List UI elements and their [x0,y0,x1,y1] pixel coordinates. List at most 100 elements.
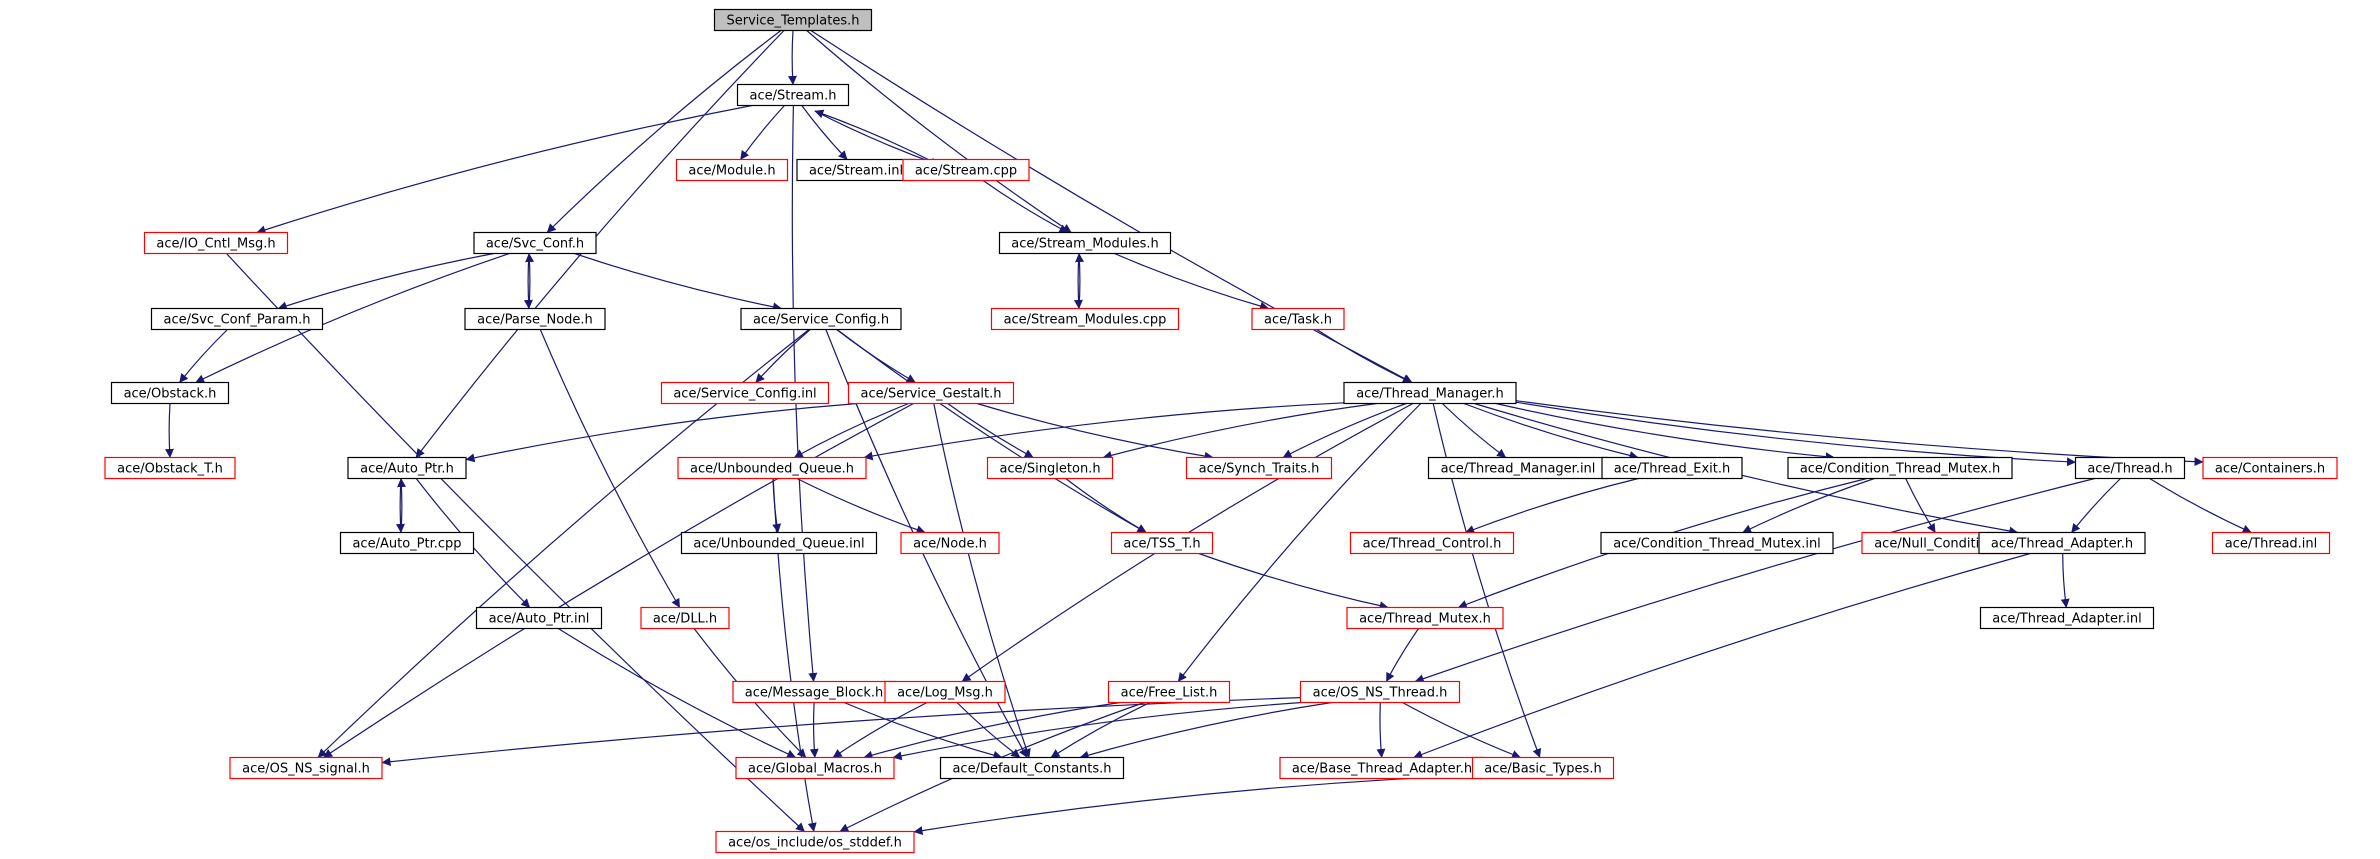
edge-stream-h-to-io-cntl-msg-h [256,104,753,235]
node-thread-h[interactable]: ace/Thread.h [2074,456,2186,480]
node-box [1107,680,1231,704]
node-service-config-h[interactable]: ace/Service_Config.h [740,307,902,331]
node-box [680,531,878,555]
node-label: ace/Free_List.h [1121,686,1218,701]
edge-message-block-h-to-global-macros-h [809,702,819,758]
node-box [1471,756,1615,780]
edge-service-gestalt-h-to-synch-traits-h [976,402,1214,461]
edge-basic-types-h-to-os-stddef-h [913,774,1473,835]
edges-layer [164,29,2252,835]
node-os-ns-thread-h[interactable]: ace/OS_NS_Thread.h [1299,680,1461,704]
node-stream-h[interactable]: ace/Stream.h [736,83,850,107]
node-label: ace/Condition_Thread_Mutex.inl [1613,537,1821,552]
node-stream-modules-h[interactable]: ace/Stream_Modules.h [998,231,1172,255]
node-label: ace/Default_Constants.h [952,762,1111,777]
node-condition-thread-mutex-inl[interactable]: ace/Condition_Thread_Mutex.inl [1600,531,1834,555]
node-thread-manager-h[interactable]: ace/Thread_Manager.h [1343,381,1517,405]
node-auto-ptr-h[interactable]: ace/Auto_Ptr.h [347,456,467,480]
node-label: ace/Basic_Types.h [1484,762,1601,777]
node-label: ace/os_include/os_stddef.h [728,836,902,851]
node-service-gestalt-h[interactable]: ace/Service_Gestalt.h [847,381,1015,405]
edge-io-cntl-msg-h-to-os-stddef-h [226,253,805,832]
node-singleton-h[interactable]: ace/Singleton.h [986,456,1114,480]
node-thread-inl[interactable]: ace/Thread.inl [2211,531,2331,555]
nodes-layer: Service_Templates.h ace/Stream.h ace/Modul… [104,8,2338,854]
node-base-thread-adapter-h[interactable]: ace/Base_Thread_Adapter.h [1279,756,1485,780]
node-label: ace/Parse_Node.h [477,313,593,328]
node-thread-adapter-inl[interactable]: ace/Thread_Adapter.inl [1979,606,2155,630]
node-label: ace/Thread_Manager.h [1356,387,1504,402]
edge-thread-manager-h-to-singleton-h [1102,402,1377,460]
node-global-macros-h[interactable]: ace/Global_Macros.h [735,756,895,780]
node-containers-h[interactable]: ace/Containers.h [2202,456,2338,480]
node-svc-conf-h[interactable]: ace/Svc_Conf.h [473,231,597,255]
node-basic-types-h[interactable]: ace/Basic_Types.h [1471,756,1615,780]
node-stream-inl[interactable]: ace/Stream.inl [796,158,916,182]
node-synch-traits-h[interactable]: ace/Synch_Traits.h [1185,456,1333,480]
node-auto-ptr-inl[interactable]: ace/Auto_Ptr.inl [475,606,603,630]
node-auto-ptr-cpp[interactable]: ace/Auto_Ptr.cpp [339,531,475,555]
node-unbounded-queue-h[interactable]: ace/Unbounded_Queue.h [677,456,867,480]
edge-thread-adapter-h-to-thread-adapter-inl [2060,553,2070,608]
node-default-constants-h[interactable]: ace/Default_Constants.h [939,756,1125,780]
node-box [2211,531,2331,555]
edge-thread-manager-h-to-thread-exit-h [1463,402,1639,460]
node-thread-adapter-h[interactable]: ace/Thread_Adapter.h [1978,531,2146,555]
edge-service-gestalt-h-to-os-ns-signal-h [323,402,914,758]
node-thread-control-h[interactable]: ace/Thread_Control.h [1349,531,1515,555]
edge-thread-manager-h-to-thread-manager-inl [1441,403,1507,458]
node-label: ace/Thread_Mutex.h [1359,612,1491,627]
node-module-h[interactable]: ace/Module.h [675,158,789,182]
node-thread-mutex-h[interactable]: ace/Thread_Mutex.h [1346,606,1504,630]
edge-service-config-h-to-tss-t-h [836,329,1147,534]
node-box [473,231,597,255]
edge-tss-t-h-to-thread-mutex-h [1198,552,1389,611]
node-label: ace/Thread_Manager.inl [1441,462,1596,477]
node-obstack-h[interactable]: ace/Obstack.h [110,381,230,405]
node-label: ace/Thread_Exit.h [1614,462,1730,477]
node-thread-manager-inl[interactable]: ace/Thread_Manager.inl [1427,456,1609,480]
node-box [736,83,850,107]
node-obstack-t-h[interactable]: ace/Obstack_T.h [104,456,236,480]
node-box [1979,606,2155,630]
edge-thread-manager-h-to-basic-types-h [1432,403,1542,758]
node-label: ace/Message_Block.h [745,686,884,701]
node-os-stddef-h[interactable]: ace/os_include/os_stddef.h [715,830,915,854]
node-box [677,456,867,480]
node-thread-exit-h[interactable]: ace/Thread_Exit.h [1601,456,1743,480]
edge-thread-manager-h-to-synch-traits-h [1282,402,1407,459]
node-node-h[interactable]: ace/Node.h [900,531,1000,555]
node-os-ns-signal-h[interactable]: ace/OS_NS_signal.h [229,756,383,780]
edge-svc-conf-param-h-to-obstack-h [179,329,228,383]
node-label: ace/Stream_Modules.h [1011,237,1158,252]
node-stream-modules-cpp[interactable]: ace/Stream_Modules.cpp [990,307,1180,331]
node-label: ace/OS_NS_Thread.h [1313,686,1448,701]
node-service-templates-h[interactable]: Service_Templates.h [713,8,873,32]
node-label: ace/Stream.h [750,89,837,104]
edge-thread-manager-h-to-unbounded-queue-h [863,402,1345,461]
node-unbounded-queue-inl[interactable]: ace/Unbounded_Queue.inl [680,531,878,555]
node-condition-thread-mutex-h[interactable]: ace/Condition_Thread_Mutex.h [1787,456,2013,480]
edge-os-ns-thread-h-to-global-macros-h [892,701,1302,761]
node-message-block-h[interactable]: ace/Message_Block.h [732,680,896,704]
edge-thread-h-to-thread-inl [2149,477,2252,534]
node-dll-h[interactable]: ace/DLL.h [640,606,730,630]
node-parse-node-h[interactable]: ace/Parse_Node.h [464,307,606,331]
edge-thread-exit-h-to-thread-control-h [1465,477,1639,534]
node-free-list-h[interactable]: ace/Free_List.h [1107,680,1231,704]
node-box [2202,456,2338,480]
node-box [347,456,467,480]
node-service-config-inl[interactable]: ace/Service_Config.inl [660,381,830,405]
node-io-cntl-msg-h[interactable]: ace/IO_Cntl_Msg.h [143,231,289,255]
node-task-h[interactable]: ace/Task.h [1251,307,1345,331]
node-log-msg-h[interactable]: ace/Log_Msg.h [884,680,1006,704]
node-tss-t-h[interactable]: ace/TSS_T.h [1110,531,1214,555]
node-svc-conf-param-h[interactable]: ace/Svc_Conf_Param.h [150,307,324,331]
node-box [2074,456,2186,480]
edge-service-gestalt-h-to-auto-ptr-h [465,402,858,463]
node-stream-cpp[interactable]: ace/Stream.cpp [902,158,1030,182]
node-label: ace/Obstack.h [124,387,217,402]
node-label: ace/TSS_T.h [1123,537,1200,552]
edge-unbounded-queue-h-to-os-stddef-h [772,478,817,832]
